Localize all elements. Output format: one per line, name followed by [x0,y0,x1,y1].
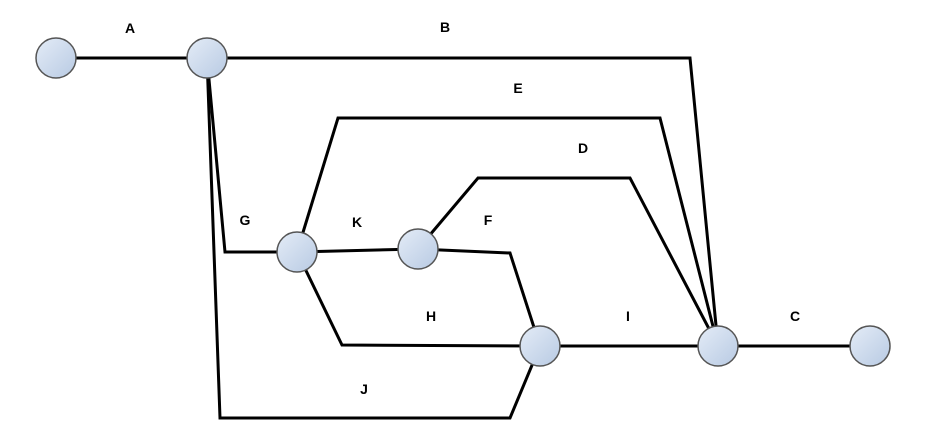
edge-J [205,57,542,420]
edge-label-D: D [578,140,588,156]
edge-label-E: E [513,80,522,96]
node-4 [397,228,439,270]
edge-E [295,116,720,347]
node-5 [519,325,561,367]
node-3 [276,231,318,273]
edge-label-K: K [352,214,362,230]
edge-label-C: C [790,308,800,324]
node-2 [186,37,228,79]
edge-F [417,247,542,347]
edge-B [207,56,720,347]
edge-label-J: J [360,381,368,397]
edge-H [295,251,541,348]
edge-D [416,176,720,347]
edge-label-G: G [240,212,251,228]
node-6 [697,325,739,367]
edge-label-A: A [125,20,135,36]
edge-label-I: I [626,308,630,324]
edge-G [205,57,297,254]
edge-label-B: B [440,19,450,35]
edge-label-F: F [484,212,493,228]
node-7 [849,325,891,367]
edge-label-H: H [426,308,436,324]
node-1 [35,37,77,79]
